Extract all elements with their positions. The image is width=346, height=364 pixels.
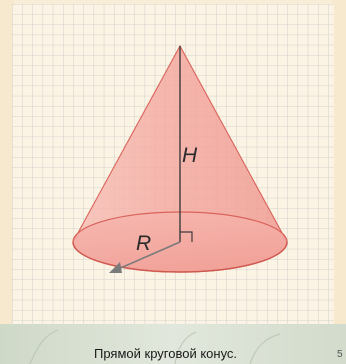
height-label: H: [182, 144, 198, 167]
radius-line: [115, 241, 181, 271]
arrowhead-icon: [109, 262, 122, 273]
caption-decor-curve: [174, 331, 197, 364]
figure-caption: Прямой круговой конус.: [94, 346, 237, 361]
edge-marker: 5: [337, 349, 343, 360]
cone-base-front-rim: [72, 241, 288, 273]
caption-band: Прямой круговой конус. 5: [0, 324, 346, 364]
caption-decor-curve: [29, 329, 59, 364]
radius-arrow: [109, 241, 181, 273]
background-texture: [0, 0, 346, 330]
right-angle-icon: [180, 231, 193, 242]
radius-label: R: [136, 232, 151, 255]
caption-decor-curve: [249, 333, 281, 364]
